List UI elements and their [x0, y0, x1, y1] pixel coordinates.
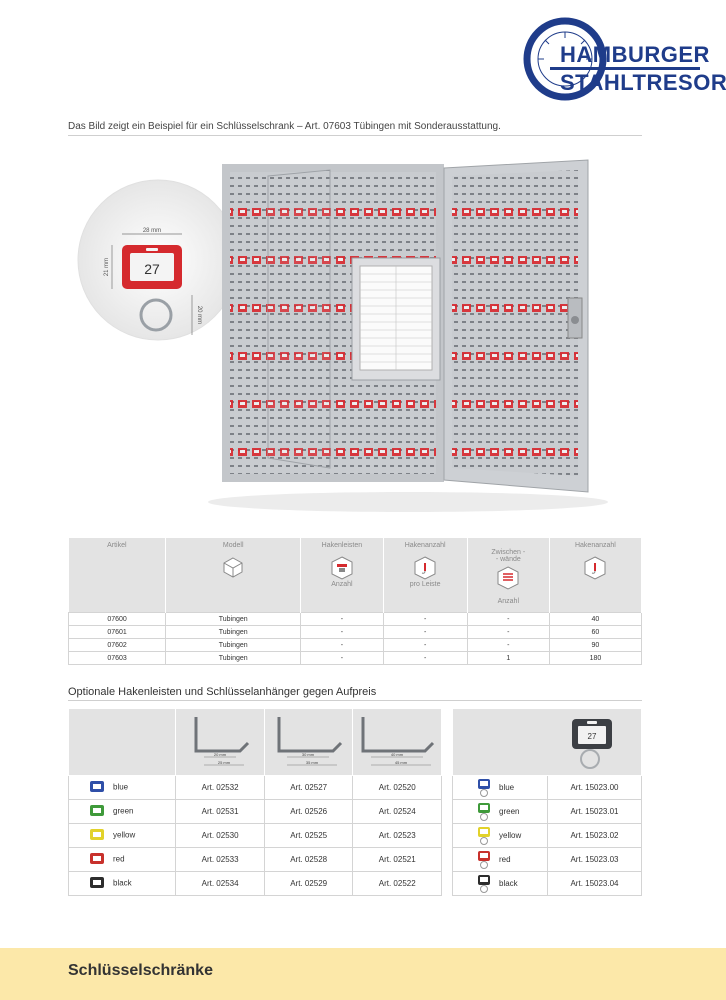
- table-row: green Art. 15023.01: [452, 799, 642, 824]
- key-tag-yellow-icon: [478, 826, 490, 845]
- divider: [68, 135, 642, 136]
- optional-section-title: Optionale Hakenleisten und Schlüsselanhä…: [68, 686, 377, 698]
- hook-rail-header-row: 20 mm 25 mm 30 mm 35 mm 40 mm 45 mm: [67, 708, 442, 776]
- article-table: Artikel Modell Hakenleisten Anzahl Haken…: [67, 538, 643, 665]
- hook-rail-options-table: 20 mm 25 mm 30 mm 35 mm 40 mm 45 mm: [67, 708, 442, 896]
- col-header-hakenleisten: Hakenleisten Anzahl: [300, 538, 384, 613]
- subheader-anzahl-2: Anzahl: [497, 598, 519, 605]
- cube-icon: [223, 557, 243, 578]
- subheader-anzahl: Anzahl: [331, 581, 353, 588]
- dim-top-text: 20 mm: [214, 752, 227, 757]
- hook-rail-diagram-icon: 40 mm 45 mm: [361, 717, 435, 766]
- dim-ring: 20 mm: [196, 306, 202, 324]
- hook-count-icon: [584, 556, 606, 580]
- hook-rail-icon: [331, 556, 353, 580]
- key-tag-black-icon: [90, 877, 104, 888]
- hook-rail-diagram-icon: 20 mm 25 mm: [194, 717, 250, 766]
- key-tag-green-icon: [478, 802, 490, 821]
- col-header-artikel: Artikel: [68, 538, 167, 613]
- table-row: red Art. 15023.03: [452, 847, 642, 872]
- hook-rail-large: 40 mm 45 mm: [352, 708, 442, 776]
- tag-number: 27: [588, 732, 597, 741]
- image-caption: Das Bild zeigt ein Beispiel für ein Schl…: [68, 121, 501, 132]
- key-cabinet-illustration: 27 28 mm 21 mm 20 mm: [77, 159, 608, 512]
- key-tag-blue-icon: [478, 778, 490, 797]
- subheader-pro-leiste: pro Leiste: [409, 581, 441, 588]
- brand-divider: [550, 67, 700, 70]
- key-tag-red-icon: [90, 853, 104, 864]
- col-header-hakenanzahl: Hakenanzahl pro Leiste: [383, 538, 468, 613]
- footer-title: Schlüsselschränke: [68, 962, 213, 979]
- dim-width: 28 mm: [143, 228, 161, 234]
- divider: [68, 700, 642, 701]
- dial-icon: [523, 17, 607, 101]
- table-header-row: Artikel Modell Hakenleisten Anzahl Haken…: [68, 538, 643, 613]
- key-tag-yellow-icon: [90, 829, 104, 840]
- tag-number: 27: [144, 261, 160, 277]
- col-header-modell: Modell: [165, 538, 302, 613]
- footer-band: [0, 948, 726, 1000]
- key-tag-header-row: 27: [452, 708, 642, 776]
- dim-top-text: 30 mm: [302, 752, 315, 757]
- brand-line1: HAMBURGER: [560, 42, 710, 67]
- brand-line2: STAHLTRESOR: [560, 70, 726, 95]
- dim-bottom-text: 25 mm: [218, 760, 231, 765]
- dim-bottom-text: 35 mm: [306, 760, 319, 765]
- brand-logo: HAMBURGER STAHLTRESOR: [520, 14, 726, 104]
- partition-icon: [497, 566, 519, 590]
- hook-rail-diagram-icon: 30 mm 35 mm: [277, 717, 342, 766]
- dim-height: 21 mm: [104, 258, 110, 276]
- table-row: blue Art. 15023.00: [452, 775, 642, 800]
- cabinet-photo: 27 28 mm 21 mm 20 mm: [68, 150, 642, 530]
- key-tag-black-icon: [478, 874, 490, 893]
- key-tag-red-icon: [478, 850, 490, 869]
- dim-top-text: 40 mm: [391, 752, 404, 757]
- col-header-hakenanzahl-2: Hakenanzahl: [549, 538, 643, 613]
- hook-rail-medium: 30 mm 35 mm: [263, 708, 354, 776]
- key-tag-large-icon: 27: [572, 719, 612, 769]
- hook-rail-small: 20 mm 25 mm: [175, 708, 265, 776]
- key-tag-options-table: 27 blue Art. 15023.00 green Art. 15023.0…: [452, 708, 642, 896]
- key-tag-blue-icon: [90, 781, 104, 792]
- dim-bottom-text: 45 mm: [395, 760, 408, 765]
- hook-icon: [414, 556, 436, 580]
- col-header-zwischenwaende: Zwischen - - wände Anzahl: [467, 538, 550, 613]
- key-tag-green-icon: [90, 805, 104, 816]
- table-row: black Art. 15023.04: [452, 871, 642, 896]
- table-row: yellow Art. 15023.02: [452, 823, 642, 848]
